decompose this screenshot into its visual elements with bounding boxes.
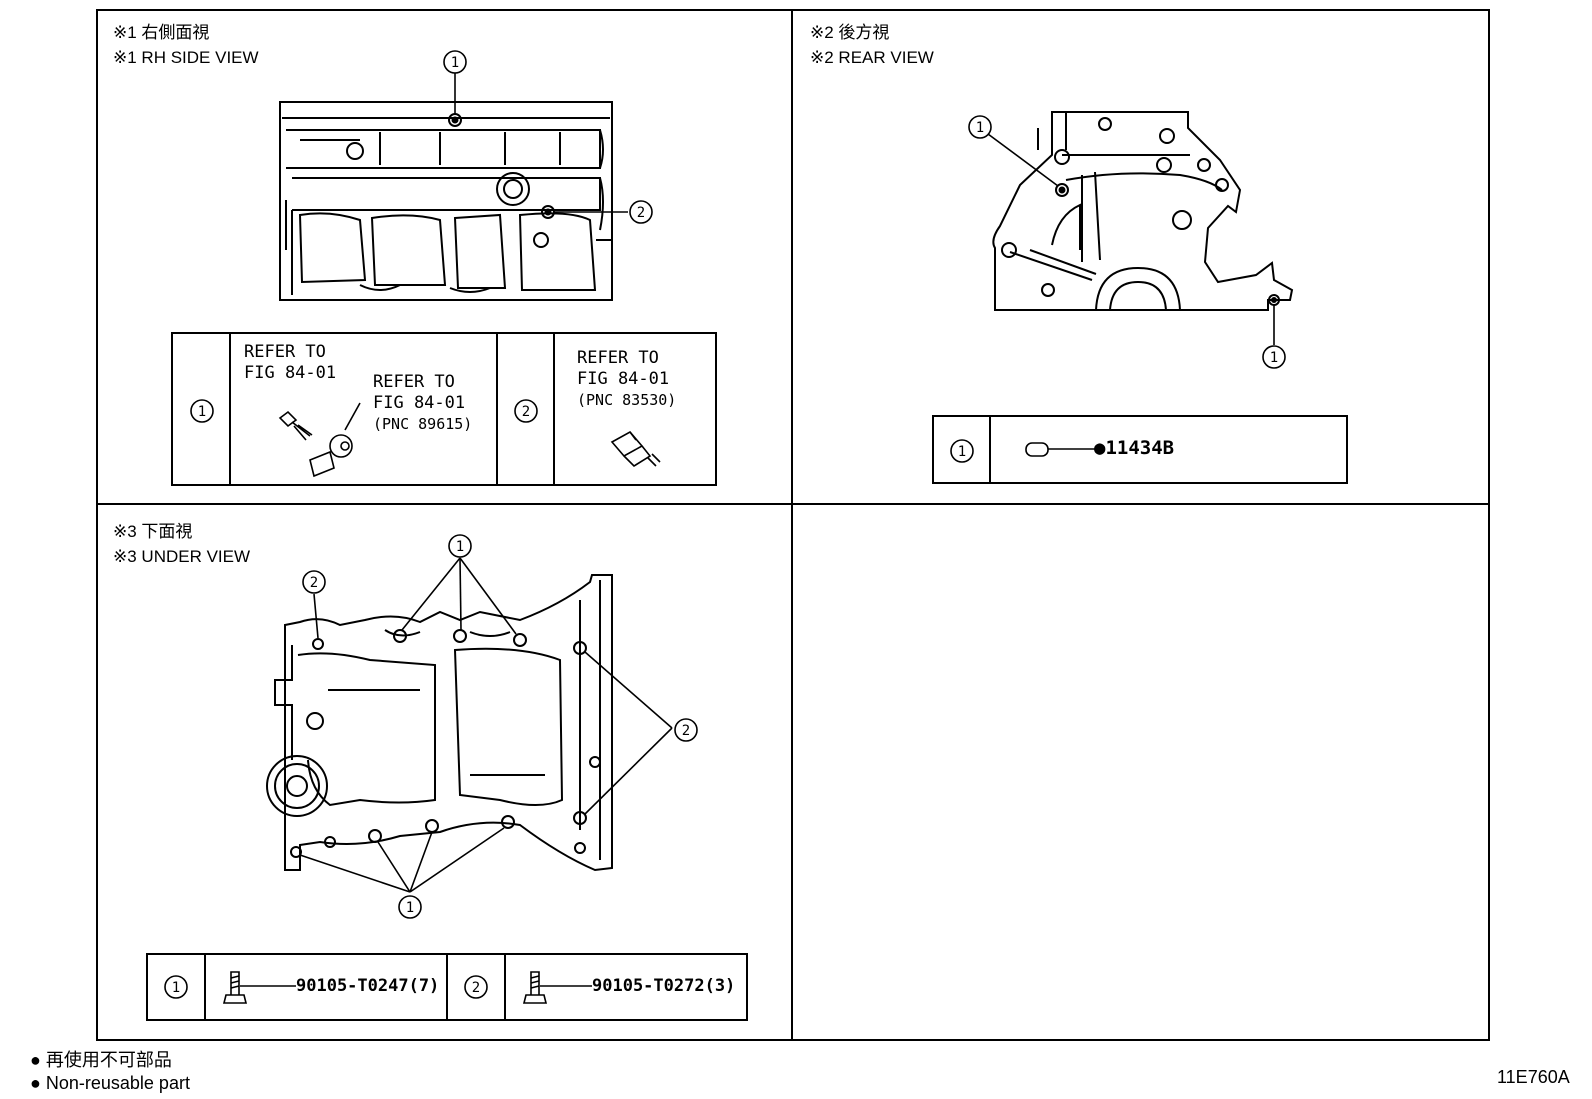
rh-side-view-title-jp: ※1 右側面視: [113, 23, 210, 42]
dowel-pin-part-icon: [1025, 442, 1098, 457]
rh-ref-c-line2: FIG 84-01: [577, 369, 670, 389]
rh-ref-a-line2: FIG 84-01: [244, 363, 337, 383]
rh-table-row2-index: 2: [522, 404, 530, 420]
rh-ref-b-line1: REFER TO: [373, 372, 455, 392]
rh-side-view-drawing: [279, 101, 613, 301]
under-table-row2-index: 2: [472, 980, 480, 996]
knock-sensor-part-icon: [309, 402, 361, 478]
rh-ref-a-line1: REFER TO: [244, 342, 326, 362]
callout-rear-1a: 1: [976, 120, 984, 136]
rear-leader-lines: [987, 133, 1275, 345]
flange-bolt-part-icon-2: [522, 971, 592, 1004]
rear-parts-table: [932, 415, 1348, 484]
rh-side-view-title-en: ※1 RH SIDE VIEW: [113, 48, 259, 67]
rh-side-leader-lines: [454, 72, 628, 213]
legend-non-reusable-en: ● Non-reusable part: [30, 1073, 190, 1093]
under-view-drawing: [266, 574, 613, 872]
rh-side-parts-table: [171, 332, 717, 486]
rh-ref-c-pnc: (PNC 83530): [577, 391, 677, 409]
under-parts-table: [146, 953, 748, 1021]
rear-view-title-en: ※2 REAR VIEW: [810, 48, 934, 67]
rh-table-row1-index: 1: [198, 404, 206, 420]
rear-part-number: ●11434B: [1094, 437, 1175, 459]
bolt-part-icon: [278, 410, 313, 441]
callout-under-2-left: 2: [310, 575, 318, 591]
callout-rh-side-2: 2: [637, 205, 645, 221]
callout-numbers: 1 2 1 2 1 1 1 1 2 2 1 1 2: [172, 55, 1278, 996]
callout-under-1-bottom: 1: [406, 900, 414, 916]
under-part-number-2: 90105-T0272(3): [592, 976, 736, 996]
callout-under-2-right: 2: [682, 723, 690, 739]
under-view-title-jp: ※3 下面視: [113, 522, 193, 541]
figure-code: 11E760A: [1497, 1067, 1570, 1087]
under-leader-lines: [299, 557, 673, 893]
callout-rh-side-1: 1: [451, 55, 459, 71]
callout-markers: [164, 50, 1286, 999]
under-part-number-1: 90105-T0247(7): [296, 976, 440, 996]
callout-rear-1b: 1: [1270, 350, 1278, 366]
flange-bolt-part-icon: [222, 971, 296, 1004]
rear-view-drawing: [992, 111, 1294, 311]
rear-table-index: 1: [958, 444, 966, 460]
under-table-row1-index: 1: [172, 980, 180, 996]
rear-view-title-jp: ※2 後方視: [810, 23, 890, 42]
callout-under-1-top: 1: [456, 539, 464, 555]
oil-pressure-switch-part-icon: [610, 430, 661, 468]
legend-non-reusable-jp: ● 再使用不可部品: [30, 1050, 172, 1070]
rh-ref-c-line1: REFER TO: [577, 348, 659, 368]
rh-ref-b-line2: FIG 84-01: [373, 393, 466, 413]
under-view-title-en: ※3 UNDER VIEW: [113, 547, 251, 566]
rh-ref-b-pnc: (PNC 89615): [373, 415, 473, 433]
